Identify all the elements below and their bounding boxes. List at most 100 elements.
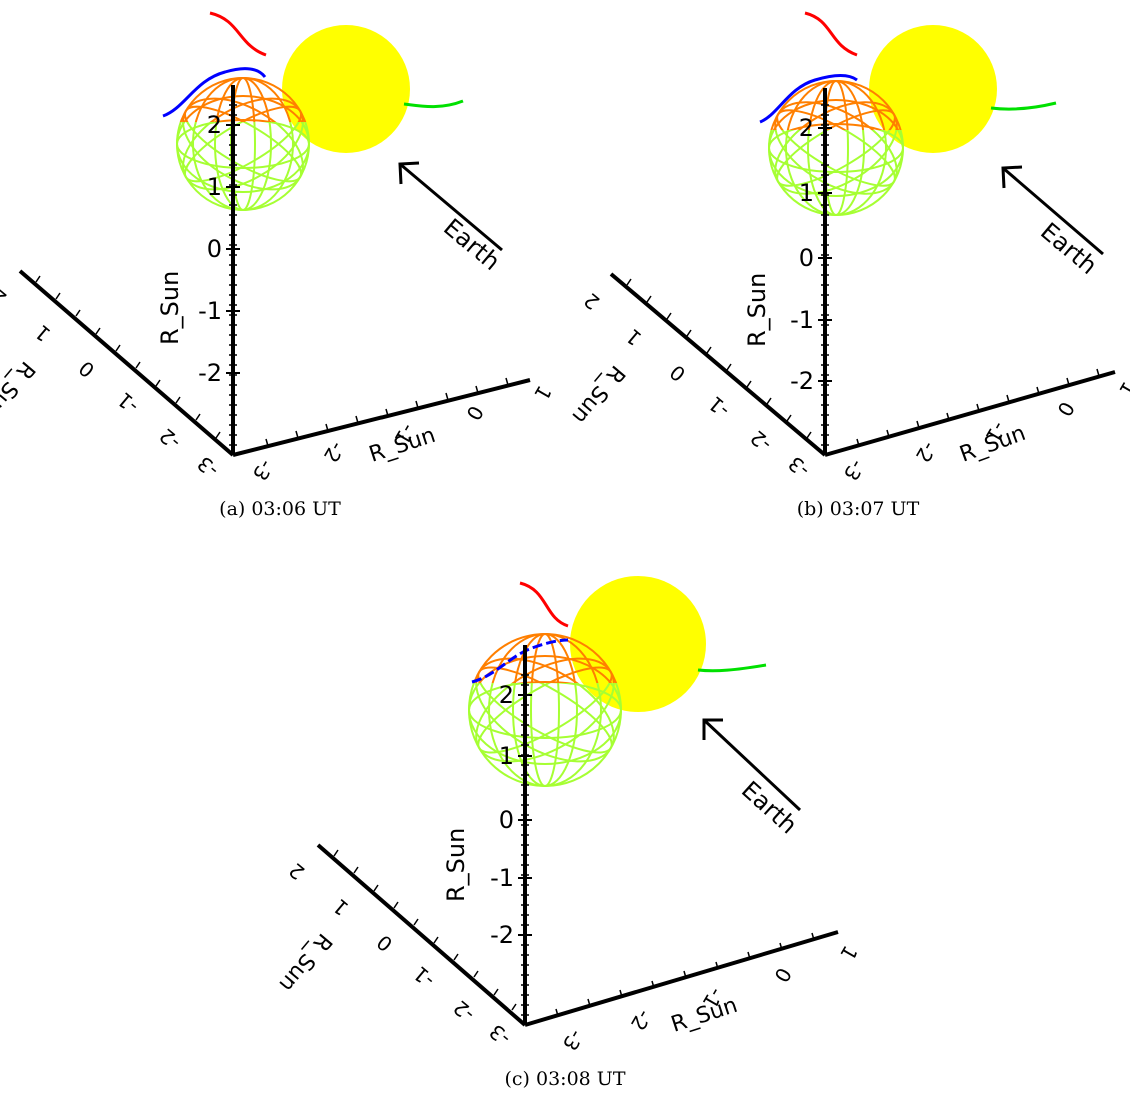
earth-label: Earth <box>736 776 803 840</box>
vertical-axis-ticks <box>521 674 529 1016</box>
left-axis-title: R_Sun <box>567 360 630 428</box>
blue-field-line <box>471 638 569 684</box>
sun-disk <box>282 25 410 153</box>
axes <box>18 85 531 457</box>
vertical-axis-ticks <box>229 104 237 446</box>
left-tick-label: -3 <box>784 451 815 482</box>
left-tick-label: 2 <box>579 288 604 315</box>
blue-field-line <box>759 74 858 124</box>
vertical-tick-label: 1 <box>799 179 814 207</box>
left-tick-label: 0 <box>372 930 397 957</box>
right-tick-label: -2 <box>911 438 942 467</box>
left-axis-title: R_Sun <box>0 356 40 424</box>
left-tick-label: 1 <box>30 320 55 347</box>
vertical-axis-major-ticks <box>518 694 532 936</box>
caption-a: (a) 03:06 UT <box>219 498 341 520</box>
left-tick-label: 0 <box>665 360 690 387</box>
vertical-tick-label: 1 <box>499 742 514 770</box>
left-axis-title: R_Sun <box>274 928 337 996</box>
left-axis-ticks <box>333 849 517 1011</box>
cme-flux-rope-sphere <box>468 633 622 787</box>
red-field-line <box>519 581 569 628</box>
cme-flux-rope-sphere <box>176 77 310 211</box>
left-tick-label: -3 <box>485 1019 516 1050</box>
right-axis-ticks <box>265 377 509 447</box>
right-axis-line <box>524 930 839 1027</box>
vertical-axis-ticks <box>821 104 829 446</box>
left-tick-label: 1 <box>328 894 353 921</box>
earth-direction-arrow <box>398 161 503 252</box>
right-tick-label: 0 <box>461 402 488 425</box>
right-tick-label: -2 <box>626 1006 657 1035</box>
red-field-line <box>804 11 858 57</box>
left-tick-label: 1 <box>621 324 646 351</box>
vertical-tick-label: -1 <box>790 306 814 334</box>
right-axis-line <box>824 370 1116 457</box>
earth-label: Earth <box>1035 217 1102 280</box>
earth-direction-arrow <box>1001 165 1104 256</box>
right-axis-ticks <box>856 368 1100 447</box>
right-tick-label: 1 <box>1114 378 1130 401</box>
caption-b: (b) 03:07 UT <box>796 498 920 520</box>
vertical-axis-title: R_Sun <box>743 273 771 347</box>
vertical-axis-major-ticks <box>226 124 240 374</box>
left-tick-label: -1 <box>704 391 735 422</box>
vertical-tick-label: -2 <box>490 921 514 949</box>
right-tick-label: 1 <box>529 382 556 405</box>
panel-a-diagram: Earth R_Sun 2 1 0 -1 -2 2 1 0 -1 -2 -3 R… <box>0 11 556 485</box>
left-tick-label: 2 <box>0 284 11 311</box>
vertical-tick-label: 2 <box>799 114 814 142</box>
panel-b-diagram: Earth R_Sun 2 1 0 -1 -2 2 1 0 -1 -2 -3 R… <box>567 11 1130 485</box>
left-axis-ticks <box>626 278 812 439</box>
left-tick-label: -2 <box>746 425 777 456</box>
left-axis-ticks <box>35 275 221 439</box>
right-tick-label: -3 <box>248 456 279 485</box>
left-tick-label: 0 <box>74 356 99 383</box>
caption-c: (c) 03:08 UT <box>504 1068 626 1090</box>
right-tick-label: 1 <box>835 942 862 965</box>
left-tick-label: -2 <box>155 423 186 454</box>
cme-flux-rope-sphere <box>768 80 904 216</box>
panel-b: Earth R_Sun 2 1 0 -1 -2 2 1 0 -1 -2 -3 R… <box>567 0 1130 485</box>
red-field-line <box>209 11 267 57</box>
panel-c-diagram: Earth R_Sun 2 1 0 -1 -2 2 1 0 -1 -2 -3 R… <box>274 576 862 1055</box>
vertical-axis-title: R_Sun <box>156 271 184 345</box>
vertical-axis-title: R_Sun <box>442 828 470 902</box>
left-axis-line <box>18 269 235 457</box>
axes <box>316 645 839 1027</box>
vertical-tick-label: 2 <box>207 111 222 139</box>
right-tick-label: 0 <box>1052 398 1079 421</box>
left-tick-label: 2 <box>284 858 309 885</box>
vertical-axis-major-ticks <box>818 127 832 382</box>
green-field-line <box>990 101 1057 111</box>
right-tick-label: 0 <box>769 964 796 987</box>
vertical-axis-tick-labels: 2 1 0 -1 -2 <box>490 681 514 949</box>
right-axis-tick-labels: -3 -2 -1 0 1 <box>839 378 1130 485</box>
right-axis-tick-labels: -3 -2 -1 0 1 <box>558 942 863 1055</box>
green-field-line <box>697 663 767 673</box>
left-axis-line <box>316 843 527 1027</box>
vertical-axis-tick-labels: 2 1 0 -1 -2 <box>790 114 814 395</box>
vertical-tick-label: 1 <box>207 173 222 201</box>
right-axis-ticks <box>555 932 815 1017</box>
right-tick-label: -2 <box>319 438 350 467</box>
right-tick-label: -3 <box>558 1026 589 1055</box>
earth-direction-arrow <box>702 718 802 812</box>
left-tick-label: -2 <box>449 995 480 1026</box>
vertical-tick-label: -1 <box>198 297 222 325</box>
vertical-axis-tick-labels: 2 1 0 -1 -2 <box>198 111 222 387</box>
vertical-tick-label: 0 <box>799 244 814 272</box>
vertical-tick-label: 2 <box>499 681 514 709</box>
panel-a: Earth R_Sun 2 1 0 -1 -2 2 1 0 -1 -2 -3 R… <box>0 0 560 485</box>
blue-field-line <box>162 67 267 118</box>
right-tick-label: -3 <box>839 456 870 485</box>
left-axis-tick-labels: 2 1 0 -1 -2 -3 <box>0 284 223 483</box>
left-axis-line <box>609 272 827 457</box>
left-tick-label: -1 <box>409 961 440 992</box>
left-tick-label: -1 <box>113 387 144 418</box>
vertical-tick-label: -2 <box>198 359 222 387</box>
vertical-tick-label: 0 <box>499 806 514 834</box>
panel-c: Earth R_Sun 2 1 0 -1 -2 2 1 0 -1 -2 -3 R… <box>274 570 862 1055</box>
sun-disk <box>570 576 706 712</box>
vertical-tick-label: 0 <box>207 235 222 263</box>
